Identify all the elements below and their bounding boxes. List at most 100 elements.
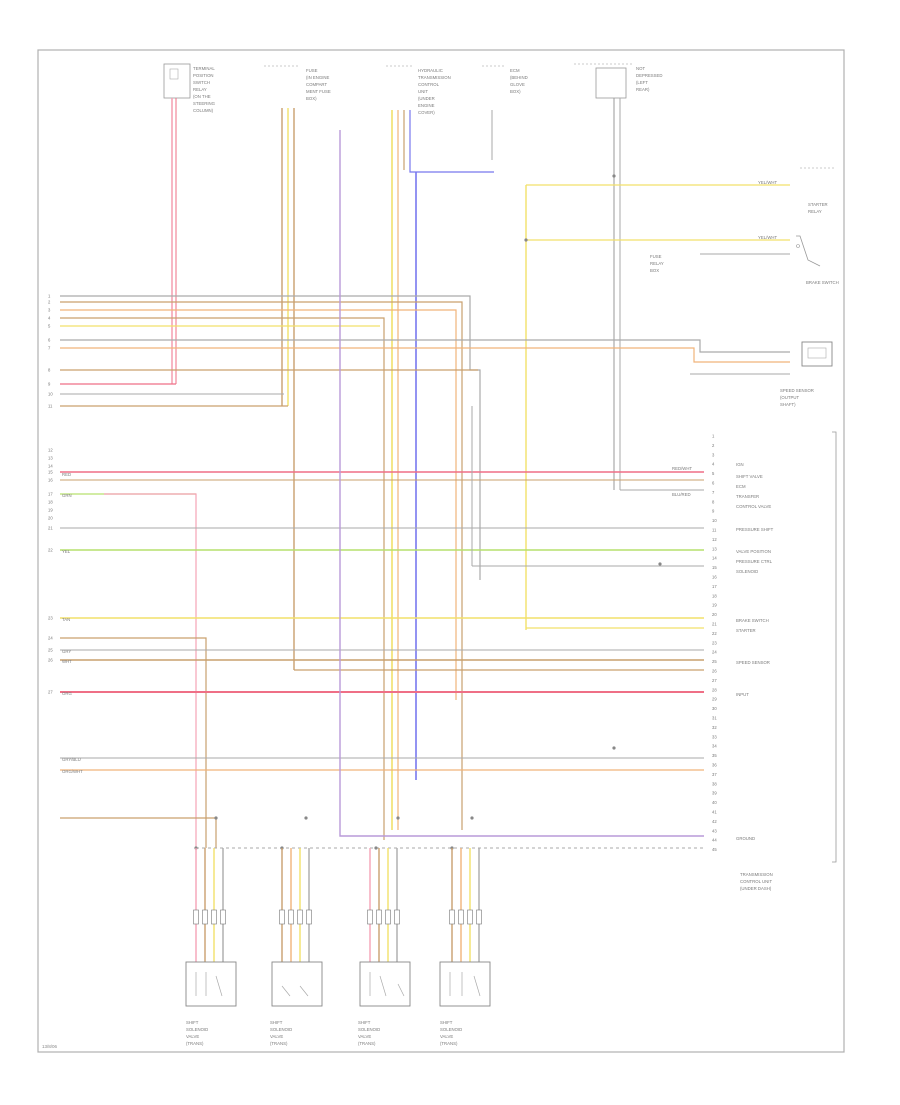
tcm-right-label-6: VALVE POSITION [736,549,771,554]
starter-relay-label-1: RELAY [808,209,822,214]
left-pin-16: 16 [48,478,53,483]
right-pin-3: 3 [712,452,715,457]
left-pin-15: 15 [48,470,53,475]
right-pin-25: 25 [712,659,717,664]
left-pin-1: 1 [48,294,51,299]
solenoid-1-terminal-3 [211,909,217,925]
right-pin-42: 42 [712,819,717,824]
speed-sensor-label-1: (OUTPUT [780,395,799,400]
right-pin-20: 20 [712,612,717,617]
tcm-right-label-4: CONTROL VALVE [736,504,771,509]
wire-label-gry-blu: GRY/BLU [62,757,81,762]
wire-label-yel: YEL [62,549,71,554]
right-pin-column: 1234567891011121314151617181920212223242… [712,434,717,853]
hydraulic-label-0: HYDRAULIC [418,68,443,73]
right-pin-5: 5 [712,471,715,476]
solenoid-2-label-3: (TRANS) [270,1041,288,1046]
tcm-right-label-8: SOLENOID [736,569,758,574]
solenoid-3-terminal-3 [385,909,391,925]
tcm-right-label-12: INPUT [736,692,749,697]
left-pin-27: 27 [48,690,53,695]
left-pin-20: 20 [48,516,53,521]
right-pin-4: 4 [712,462,715,467]
wire-label-blu-red: BLU/RED [672,492,691,497]
wire-label-red-wht: RED/WHT [672,466,692,471]
right-pin-34: 34 [712,744,717,749]
fuse-relay-label-1: RELAY [650,261,664,266]
left-pin-2: 2 [48,300,51,305]
left-pin-10: 10 [48,392,53,397]
solenoid-2-terminal-1 [279,909,285,925]
tcm-right-label-7: PRESSURE CTRL [736,559,773,564]
left-pin-17: 17 [48,492,53,497]
ecm-label-1: (BEHIND [510,75,528,80]
shift-solenoid-2: SHIFT SOLENOID VALVE (TRANS) [270,961,323,1046]
tcm-right-label-0: IGN [736,462,744,467]
right-pin-36: 36 [712,763,717,768]
right-pin-30: 30 [712,706,717,711]
solenoid-1-label-2: VALVE [186,1034,199,1039]
solenoid-3-label-2: VALVE [358,1034,371,1039]
fuse-label-0: FUSE [306,68,318,73]
left-pin-5: 5 [48,324,51,329]
ecm-component: ECM (BEHIND GLOVE BOX) [482,65,528,94]
solenoid-1-label-3: (TRANS) [186,1041,204,1046]
solenoid-1-terminal-4 [220,909,226,925]
terminal-relay-label-2: SWITCH [193,80,210,85]
tcm-right-label-2: ECM [736,484,746,489]
upper-harness [60,295,790,840]
wire-label-wht: WHT [62,659,72,664]
right-pin-21: 21 [712,622,717,627]
solenoid-4-terminal-2 [458,909,464,925]
solenoid-1-terminal-1 [193,909,199,925]
right-pin-45: 45 [712,847,717,852]
bottom-wire-bundles [193,848,482,962]
left-pin-8: 8 [48,368,51,373]
splice-points [194,174,662,850]
left-pin-column: 1234567891011121314151617181920212223242… [48,294,53,695]
wire-label-yel-wht-2: YEL/WHT [758,235,777,240]
wire-label-gry: GRY [62,649,71,654]
fuse-relay-label-2: BOX [650,268,659,273]
solenoid-3-label-1: SOLENOID [358,1027,380,1032]
tcm-label-1: CONTROL UNIT [740,879,772,884]
solenoid-4-label-3: (TRANS) [440,1041,458,1046]
terminal-relay-component: TERMINAL POSITION SWITCH RELAY (ON THE S… [163,63,216,113]
right-pin-2: 2 [712,443,715,448]
right-pin-1: 1 [712,434,715,439]
solenoid-3-label-3: (TRANS) [358,1041,376,1046]
terminal-relay-label-6: COLUMN) [193,108,214,113]
right-pin-23: 23 [712,640,717,645]
right-pin-13: 13 [712,546,717,551]
right-pin-39: 39 [712,791,717,796]
right-pin-44: 44 [712,838,717,843]
solenoid-1-terminal-2 [202,909,208,925]
right-pin-16: 16 [712,575,717,580]
wire-label-grn: GRN [62,493,72,498]
vertical-wires [171,98,790,830]
solenoid-4-terminal-4 [476,909,482,925]
right-pin-29: 29 [712,697,717,702]
right-pin-12: 12 [712,537,717,542]
terminal-relay-label-0: TERMINAL [193,66,215,71]
wire-label-yel-wht-1: YEL/WHT [758,180,777,185]
solenoid-2-label-1: SOLENOID [270,1027,292,1032]
wire-label-org: ORG [62,691,72,696]
solenoid-4-label-0: SHIFT [440,1020,453,1025]
tcm-right-label-1: SHIFT VALVE [736,474,763,479]
solenoid-4-terminal-1 [449,909,455,925]
right-pin-11: 11 [712,528,717,533]
right-pin-9: 9 [712,509,715,514]
right-pin-26: 26 [712,669,717,674]
terminal-relay-label-1: POSITION [193,73,214,78]
right-pin-17: 17 [712,584,717,589]
left-pin-21: 21 [48,526,53,531]
tcm-component: IGN SHIFT VALVE ECM TRANSFER CONTROL VAL… [736,431,837,891]
left-pin-7: 7 [48,346,51,351]
right-pin-6: 6 [712,481,715,486]
left-pin-12: 12 [48,448,53,453]
right-pin-15: 15 [712,565,717,570]
tcm-right-label-13: GROUND [736,836,755,841]
